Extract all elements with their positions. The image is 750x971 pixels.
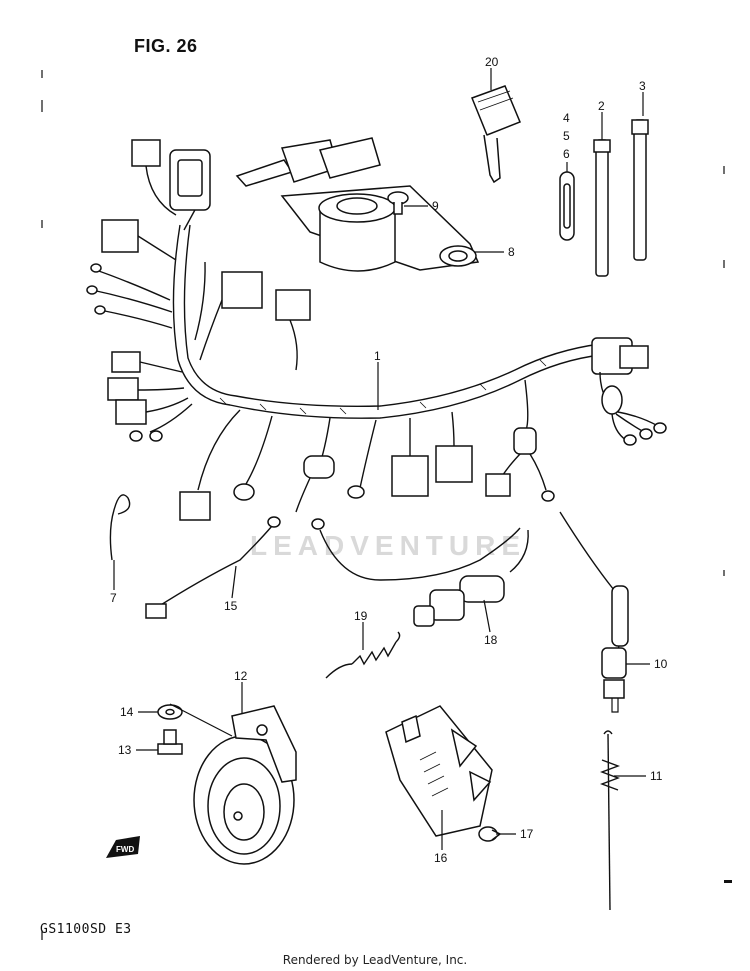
callout-19: 19 xyxy=(354,609,368,623)
key-part-20 xyxy=(471,85,521,184)
callout-1: 1 xyxy=(374,349,381,363)
fwd-label: FWD xyxy=(116,845,134,854)
fwd-arrow-icon: FWD xyxy=(106,836,140,858)
callout-4: 4 xyxy=(563,111,570,125)
nut-part-13 xyxy=(157,729,183,755)
spring-part-19 xyxy=(325,631,401,679)
sensor-wire-part-10 xyxy=(559,511,629,713)
callout-11: 11 xyxy=(650,769,663,783)
screw-part-9 xyxy=(387,191,409,215)
switch-wire-part-18 xyxy=(311,518,529,627)
callout-13: 13 xyxy=(118,743,132,757)
callout-5: 5 xyxy=(563,129,570,143)
footer-credit: Rendered by LeadVenture, Inc. xyxy=(282,953,468,967)
callout-9: 9 xyxy=(432,199,439,213)
callout-8: 8 xyxy=(508,245,515,259)
callout-20: 20 xyxy=(485,55,499,69)
leader-lines xyxy=(113,68,650,850)
callout-14: 14 xyxy=(120,705,134,719)
cable-tie-part-3 xyxy=(631,119,649,261)
watermark: LEADVENTURE xyxy=(250,530,526,561)
callout-6: 6 xyxy=(563,147,570,161)
callout-18: 18 xyxy=(484,633,498,647)
model-code: GS1100SD E3 xyxy=(40,922,132,937)
callout-10: 10 xyxy=(654,657,668,671)
callout-16: 16 xyxy=(434,851,448,865)
wiring-harness-part-1 xyxy=(86,139,667,521)
regulator-part-16 xyxy=(385,705,493,837)
band-part-2 xyxy=(593,139,611,277)
clamp-part-4-5-6 xyxy=(559,171,575,241)
wire-clip-part-7 xyxy=(109,494,131,561)
callout-15: 15 xyxy=(224,599,238,613)
rod-part-11 xyxy=(600,730,620,911)
callout-3: 3 xyxy=(639,79,646,93)
callout-7: 7 xyxy=(110,591,117,605)
callout-labels: 20 3 2 4 5 6 9 8 1 7 15 19 18 10 12 14 1… xyxy=(110,55,668,865)
lead-wire-part-15 xyxy=(145,516,281,619)
washer-part-14 xyxy=(157,704,183,720)
figure-title: FIG. 26 xyxy=(134,36,198,56)
callout-2: 2 xyxy=(598,99,605,113)
horn-part-12 xyxy=(193,705,297,865)
ignition-switch-part-8 xyxy=(235,137,480,272)
callout-17: 17 xyxy=(520,827,534,841)
callout-12: 12 xyxy=(234,669,248,683)
